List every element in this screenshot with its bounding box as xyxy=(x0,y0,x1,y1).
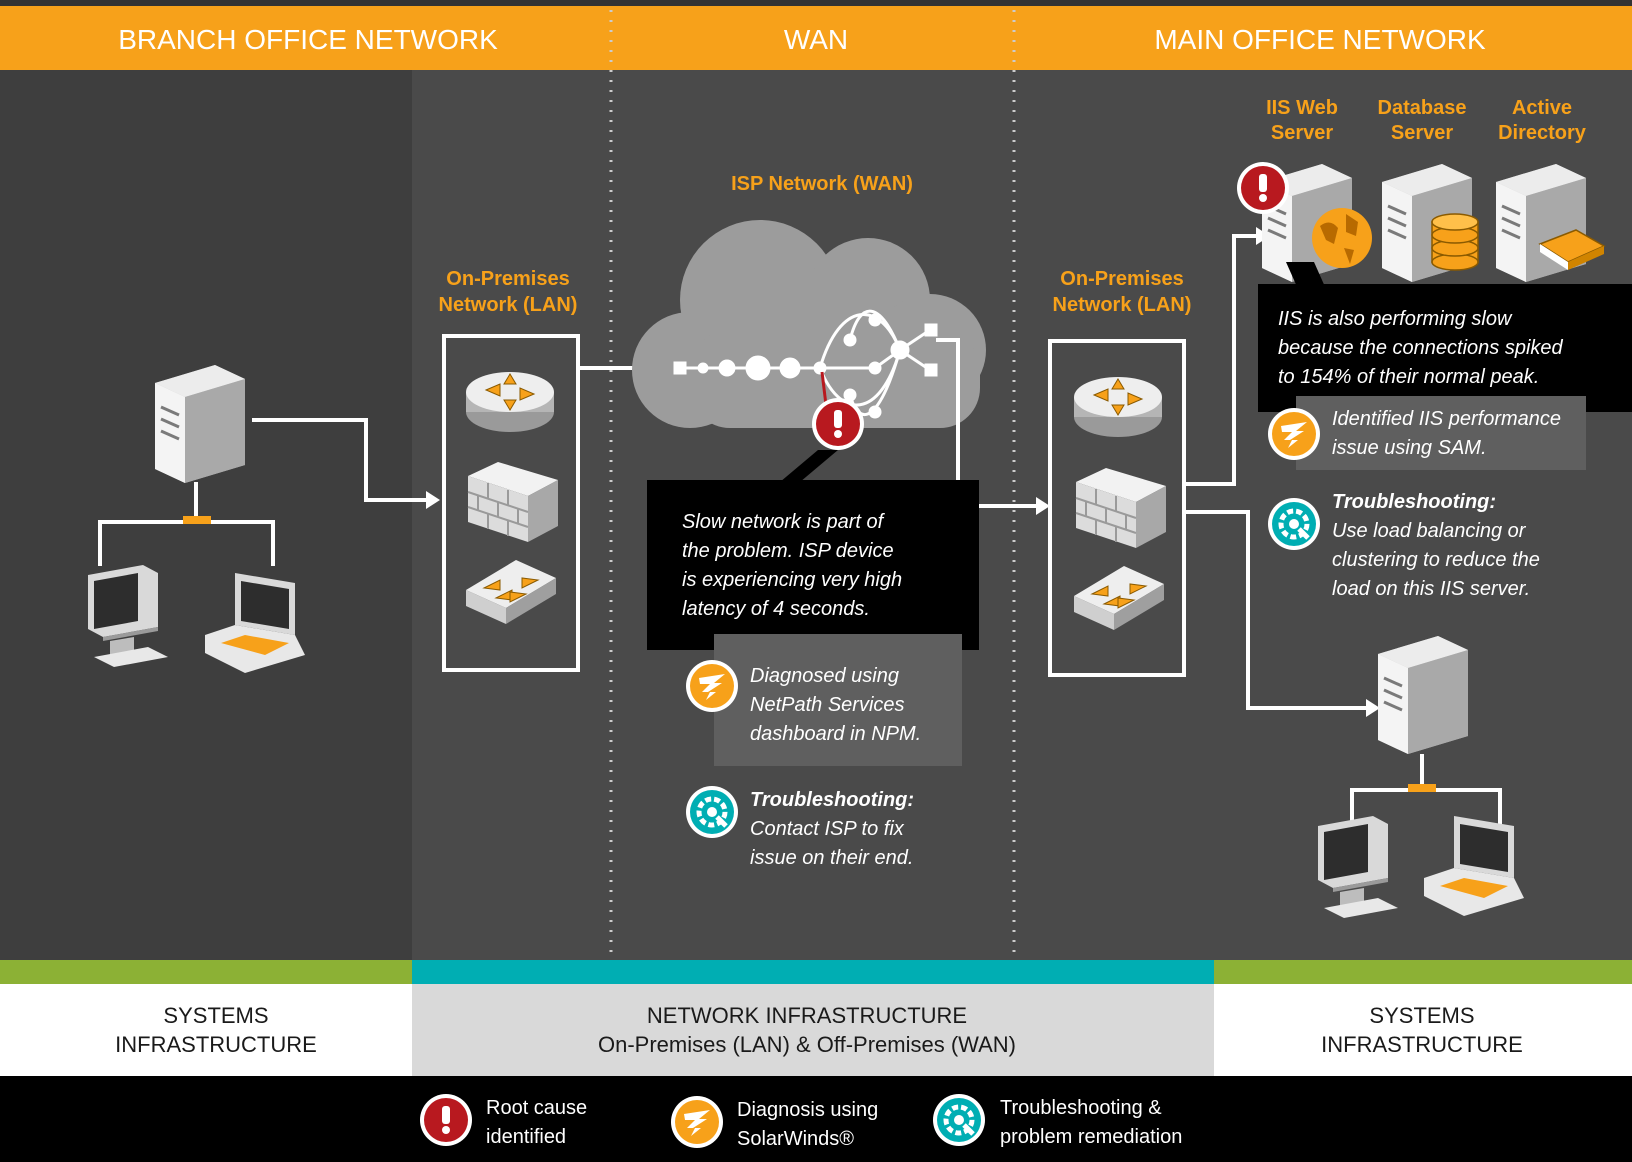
band-middle-line2: On-Premises (LAN) & Off-Premises (WAN) xyxy=(598,1032,1016,1057)
wan-diagnosis-line1: Diagnosed using xyxy=(750,665,899,687)
legend-troubleshooting-icon xyxy=(933,1094,985,1146)
legend-diag-line1: Diagnosis using xyxy=(737,1099,878,1121)
lan-left-box xyxy=(442,334,580,672)
branch-hub xyxy=(183,516,211,524)
lan-right-router-icon xyxy=(1073,376,1163,438)
iis-troubleshoot-icon xyxy=(1268,498,1320,550)
iis-callout-box xyxy=(1258,284,1632,412)
legend-bar xyxy=(0,1076,1632,1162)
iis-diagnosis-box xyxy=(1296,396,1586,470)
wan-diagnosis-line3: dashboard in NPM. xyxy=(750,723,921,745)
iis-callout-line1: IIS is also performing slow xyxy=(1278,308,1513,330)
database-icon xyxy=(1431,213,1479,271)
lan-right-line2: Network (LAN) xyxy=(1053,294,1192,316)
top-border xyxy=(0,0,1632,6)
wan-troubleshoot-title: Troubleshooting: xyxy=(750,789,914,811)
iis-troubleshoot-line1: Use load balancing or xyxy=(1332,520,1527,542)
isp-fault-link xyxy=(820,371,828,406)
db-label-line2: Server xyxy=(1391,122,1453,144)
header-wan: WAN xyxy=(784,24,848,55)
band-left-line1: SYSTEMS xyxy=(163,1003,268,1028)
wan-callout-line4: latency of 4 seconds. xyxy=(682,598,870,620)
wan-diagnosis-box xyxy=(714,634,962,766)
wan-callout-line1: Slow network is part of xyxy=(682,511,886,533)
isp-alert-icon xyxy=(812,398,864,450)
lan-to-server-link xyxy=(1184,510,1368,710)
iis-callout-line2: because the connections spiked xyxy=(1278,337,1564,359)
directory-book-icon xyxy=(1538,229,1606,270)
branch-arrowhead xyxy=(426,491,440,509)
legend-root-cause-icon xyxy=(420,1094,472,1146)
iis-label-line1: IIS Web xyxy=(1266,97,1338,119)
lan-to-iis-link xyxy=(1184,234,1260,486)
branch-server-icon xyxy=(153,363,247,485)
band-right-line2: INFRASTRUCTURE xyxy=(1321,1032,1523,1057)
band-left-line2: INFRASTRUCTURE xyxy=(115,1032,317,1057)
wan-troubleshoot-line2: issue on their end. xyxy=(750,847,913,869)
wan-to-lan-link xyxy=(936,338,1036,508)
ad-label-line1: Active xyxy=(1512,97,1572,119)
iis-troubleshoot-line3: load on this IIS server. xyxy=(1332,578,1530,600)
db-label-line1: Database xyxy=(1378,97,1467,119)
band-left xyxy=(0,984,412,1076)
iis-label-line2: Server xyxy=(1271,122,1333,144)
isp-title: ISP Network (WAN) xyxy=(731,173,913,195)
legend-diag-line2: SolarWinds® xyxy=(737,1128,854,1150)
wan-to-lan-arrowhead xyxy=(1036,497,1050,515)
band-middle-stripe xyxy=(412,960,1214,984)
wan-callout-pointer xyxy=(780,450,838,482)
legend-trouble-line1: Troubleshooting & xyxy=(1000,1097,1162,1119)
legend-trouble-line2: problem remediation xyxy=(1000,1126,1182,1148)
wan-callout-line2: the problem. ISP device xyxy=(682,540,894,562)
iis-diagnosis-line2: issue using SAM. xyxy=(1332,437,1487,459)
band-right-stripe xyxy=(1214,960,1632,984)
iis-alert-icon xyxy=(1237,162,1289,214)
main-hub xyxy=(1408,784,1436,792)
band-middle-line1: NETWORK INFRASTRUCTURE xyxy=(647,1003,967,1028)
main-server-icon xyxy=(1376,634,1470,756)
band-left-stripe xyxy=(0,960,412,984)
lan-right-line1: On-Premises xyxy=(1060,268,1183,290)
wan-diagnosis-icon xyxy=(686,660,738,712)
globe-icon xyxy=(1312,208,1372,268)
iis-troubleshoot-line2: clustering to reduce the xyxy=(1332,549,1540,571)
band-right xyxy=(1214,984,1632,1076)
band-middle xyxy=(412,984,1214,1076)
lan-left-line1: On-Premises xyxy=(446,268,569,290)
ad-label-line2: Directory xyxy=(1498,122,1587,144)
header-main: MAIN OFFICE NETWORK xyxy=(1154,24,1486,55)
lan-left-line2: Network (LAN) xyxy=(439,294,578,316)
header-branch: BRANCH OFFICE NETWORK xyxy=(118,24,498,55)
isp-path-graph xyxy=(673,309,938,419)
iis-diagnosis-line1: Identified IIS performance xyxy=(1332,408,1561,430)
legend-root-line1: Root cause xyxy=(486,1097,587,1119)
lan-right-box xyxy=(1048,339,1186,677)
branch-to-lan-link xyxy=(252,418,430,502)
header-bar xyxy=(0,6,1632,70)
wan-troubleshoot-line1: Contact ISP to fix xyxy=(750,818,905,840)
wan-callout-line3: is experiencing very high xyxy=(682,569,902,591)
wan-diagnosis-line2: NetPath Services xyxy=(750,694,905,716)
iis-troubleshoot-title: Troubleshooting: xyxy=(1332,491,1496,513)
lan-to-server-arrowhead xyxy=(1366,699,1380,717)
wan-troubleshoot-icon xyxy=(686,786,738,838)
band-right-line1: SYSTEMS xyxy=(1369,1003,1474,1028)
iis-diagnosis-icon xyxy=(1268,408,1320,460)
legend-root-line2: identified xyxy=(486,1126,566,1148)
lan-left-router-icon xyxy=(465,371,555,433)
legend-diagnosis-icon xyxy=(671,1096,723,1148)
wan-callout-box xyxy=(647,480,979,650)
iis-callout-line3: to 154% of their normal peak. xyxy=(1278,366,1539,388)
